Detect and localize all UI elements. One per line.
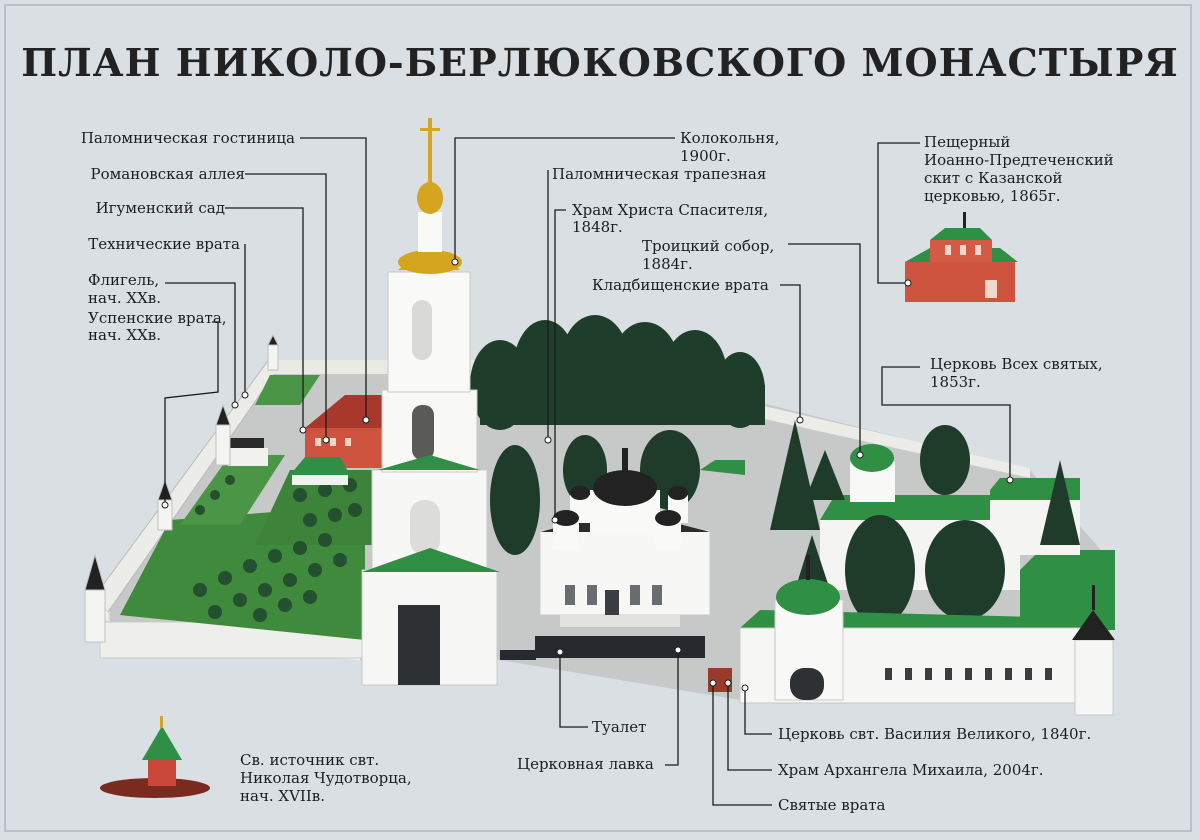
wing-building (228, 448, 268, 466)
label-bell-tower-line1: Колокольня, (680, 129, 780, 147)
refectory-small-roof (290, 457, 350, 475)
label-cemetery-gate: Кладбищенские врата (592, 276, 769, 294)
label-skete-line4: церковью, 1865г. (924, 187, 1061, 205)
label-skete-line2: Иоанно-Предтеченский (924, 151, 1114, 169)
label-all-saints-line2: 1853г. (930, 373, 981, 391)
label-christ-church-line1: Храм Христа Спасителя, (572, 201, 769, 219)
label-michael-church: Храм Архангела Михаила, 2004г. (778, 761, 1044, 779)
label-christ-church-line2: 1848г. (572, 218, 623, 236)
label-skete-line3: скит с Казанской (924, 169, 1063, 187)
label-all-saints-line1: Церковь Всех святых, (930, 355, 1103, 373)
church-shop (535, 636, 705, 658)
label-tech-gate: Технические врата (88, 235, 240, 253)
label-assumption-gate-line2: нач. XXв. (88, 326, 161, 344)
east-trees (770, 420, 1080, 625)
christ-church (539, 448, 711, 627)
label-holy-gate: Святые врата (778, 796, 886, 814)
label-hegumen-garden: Игуменский сад (95, 199, 225, 217)
label-spring-line3: нач. XVIIв. (240, 787, 325, 805)
label-wing-line2: нач. XXв. (88, 289, 161, 307)
back-forest (470, 315, 765, 430)
toilet-block (500, 650, 536, 660)
label-trinity-line1: Троицкий собор, (642, 237, 775, 255)
label-romanov-alley: Романовская аллея (90, 165, 246, 183)
wall-towers (84, 333, 279, 643)
label-bell-tower-line2: 1900г. (680, 147, 731, 165)
label-trinity-line2: 1884г. (642, 255, 693, 273)
leader-lines (164, 137, 1011, 806)
label-refectory: Паломническая трапезная (552, 165, 767, 183)
leader-dots (161, 258, 1014, 692)
spring-thumbnail (100, 716, 210, 798)
alley-lawn (180, 455, 285, 525)
label-spring-line1: Св. источник свт. (240, 751, 380, 769)
label-spring-line2: Николая Чудотворца, (240, 769, 412, 787)
label-assumption-gate-line1: Успенские врата, (88, 309, 227, 327)
bell-tower (361, 118, 500, 686)
tech-lawn (255, 375, 320, 405)
plan-title: ПЛАН НИКОЛО-БЕРЛЮКОВСКОГО МОНАСТЫРЯ (21, 40, 1179, 85)
label-toilet: Туалет (592, 718, 647, 736)
skete-thumbnail (905, 212, 1018, 302)
label-skete-line1: Пещерный (924, 133, 1011, 151)
label-pilgrim-hotel: Паломническая гостиница (80, 129, 295, 147)
label-basil-church: Церковь свт. Василия Великого, 1840г. (778, 725, 1092, 743)
label-church-shop: Церковная лавка (517, 755, 654, 773)
label-wing-line1: Флигель, (88, 271, 160, 289)
